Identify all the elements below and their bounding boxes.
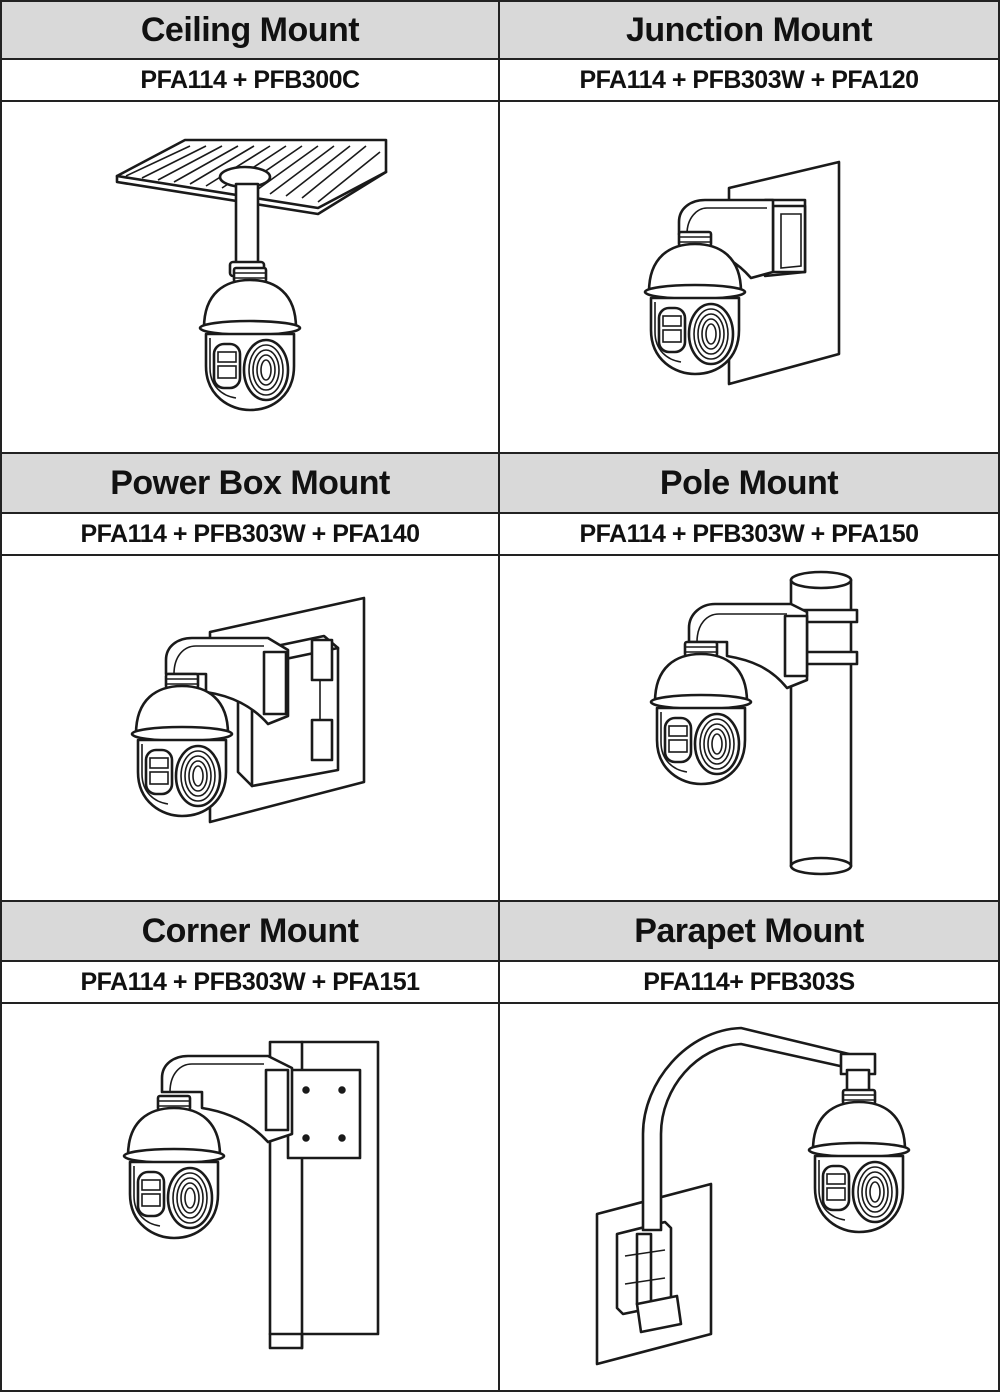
mount-title-ceiling: Ceiling Mount bbox=[0, 0, 500, 60]
ceiling-mount-illustration bbox=[0, 102, 500, 454]
mount-title-parapet: Parapet Mount bbox=[500, 902, 1000, 962]
mount-code-parapet: PFA114+ PFB303S bbox=[500, 962, 1000, 1004]
mount-code-pole: PFA114 + PFB303W + PFA150 bbox=[500, 514, 1000, 556]
mount-title-power-box: Power Box Mount bbox=[0, 454, 500, 514]
parapet-mount-illustration bbox=[500, 1004, 1000, 1392]
mount-code-power-box: PFA114 + PFB303W + PFA140 bbox=[0, 514, 500, 556]
mount-title-corner: Corner Mount bbox=[0, 902, 500, 962]
mount-code-corner: PFA114 + PFB303W + PFA151 bbox=[0, 962, 500, 1004]
corner-mount-illustration bbox=[0, 1004, 500, 1392]
junction-mount-illustration bbox=[500, 102, 1000, 454]
mount-code-ceiling: PFA114 + PFB300C bbox=[0, 60, 500, 102]
mount-title-pole: Pole Mount bbox=[500, 454, 1000, 514]
mount-code-junction: PFA114 + PFB303W + PFA120 bbox=[500, 60, 1000, 102]
mount-title-junction: Junction Mount bbox=[500, 0, 1000, 60]
pole-mount-illustration bbox=[500, 556, 1000, 902]
power-box-mount-illustration bbox=[0, 556, 500, 902]
